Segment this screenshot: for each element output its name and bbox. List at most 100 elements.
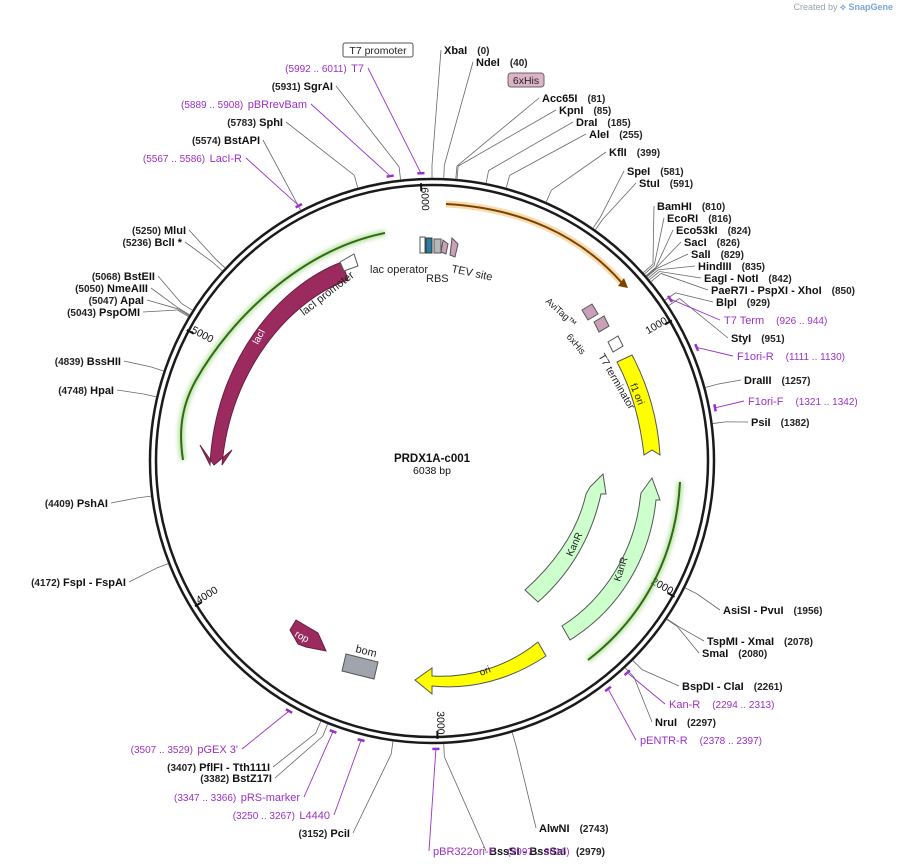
primer-name: T7 xyxy=(351,63,364,75)
enzyme-name: BssHII xyxy=(87,356,121,368)
enzyme-name: SalI xyxy=(691,249,711,261)
primer-leader xyxy=(367,67,422,174)
cds-arrow xyxy=(445,203,623,284)
enzyme-leader xyxy=(178,307,190,316)
primer-site-mark xyxy=(666,295,674,303)
enzyme-leader xyxy=(146,299,179,310)
enzyme-label: StyI (951) xyxy=(731,333,785,345)
enzyme-leader xyxy=(431,49,442,166)
enzyme-label: AsiSI - PvuI(1956) xyxy=(723,605,822,617)
enzyme-label: StuI(591) xyxy=(639,178,693,190)
enzyme-leader xyxy=(505,175,511,189)
enzyme-leader xyxy=(594,219,604,231)
enzyme-position: (2979) xyxy=(576,847,605,858)
enzyme-position: (81) xyxy=(587,94,605,105)
tick-mark xyxy=(194,601,203,608)
primer-leader xyxy=(241,710,290,750)
enzyme-position: (2078) xyxy=(784,637,813,648)
enzyme-position: (2743) xyxy=(580,824,609,835)
primer-label: F1ori-F(1321 .. 1342) xyxy=(748,396,858,408)
enzyme-leader xyxy=(624,667,635,678)
enzyme-position: (5250) xyxy=(132,226,161,237)
enzyme-name: BssSI - BssSaI xyxy=(489,846,566,858)
enzyme-name: HindIII xyxy=(698,261,732,273)
enzyme-label: BlpI(929) xyxy=(716,297,770,309)
enzyme-name: SmaI xyxy=(702,648,728,660)
enzyme-label: EcoRI(816) xyxy=(667,213,732,225)
enzyme-label: SalI(829) xyxy=(691,249,744,261)
primer-name: pRS-marker xyxy=(241,792,301,804)
enzyme-position: (255) xyxy=(619,130,642,141)
enzyme-position: (85) xyxy=(593,106,611,117)
enzyme-label: BssSI - BssSaI (2979) xyxy=(489,846,605,858)
bom-box xyxy=(341,653,379,680)
enzyme-name: AlwNI xyxy=(539,823,570,835)
enzyme-position: (3152) xyxy=(298,829,327,840)
enzyme-leader xyxy=(151,366,164,372)
bom-label: bom xyxy=(354,643,378,660)
enzyme-leader xyxy=(668,298,680,306)
enzyme-leader xyxy=(456,97,540,167)
primer-name: Kan-R xyxy=(669,699,700,711)
his-tag-badge xyxy=(507,72,545,88)
enzyme-leader xyxy=(443,743,445,757)
t7-terminator-box xyxy=(607,335,624,353)
enzyme-position: (835) xyxy=(742,262,765,273)
enzyme-leader xyxy=(664,292,676,301)
enzyme-leader xyxy=(110,497,139,504)
enzyme-leader xyxy=(315,721,322,734)
enzyme-position: (3407) xyxy=(167,763,196,774)
enzyme-leader xyxy=(150,287,179,309)
enzyme-position: (1257) xyxy=(782,376,811,387)
snapgene-watermark: Created by ⟡ SnapGene xyxy=(793,2,893,13)
enzyme-leader xyxy=(443,165,445,179)
primer-label: (5567 .. 5586) LacI-R xyxy=(143,149,242,166)
primer-range: (2378 .. 2397) xyxy=(700,736,762,747)
enzyme-leader xyxy=(262,139,295,200)
enzyme-leader xyxy=(679,298,729,339)
enzyme-leader xyxy=(398,166,401,180)
enzyme-name: NmeAIII xyxy=(107,283,148,295)
enzyme-leader xyxy=(155,563,169,569)
enzyme-leader xyxy=(488,121,574,171)
enzyme-position: (0) xyxy=(477,46,489,57)
primer-label: (3250 .. 3267) L4440 xyxy=(233,806,330,823)
primer-leader xyxy=(669,298,721,321)
enzyme-leader xyxy=(551,151,607,191)
primer-name: pENTR-R xyxy=(640,735,688,747)
primer-name: F1ori-F xyxy=(748,396,784,408)
enzyme-name: KflI xyxy=(609,147,627,159)
primer-leader xyxy=(428,748,437,852)
enzyme-leader xyxy=(545,189,552,203)
primer-name: pBRrevBam xyxy=(248,99,307,111)
backbone-outer xyxy=(148,177,716,745)
enzyme-name: StyI xyxy=(731,333,751,345)
enzyme-label: (5574) BstAPI xyxy=(192,135,260,147)
enzyme-leader xyxy=(511,732,517,745)
primer-label: Kan-R(2294 .. 2313) xyxy=(669,699,774,711)
enzyme-name: HpaI xyxy=(90,385,114,397)
primer-leader xyxy=(626,672,666,705)
enzyme-label: (3407) PflFI - Tth111I xyxy=(167,762,270,774)
enzyme-leader xyxy=(717,379,742,385)
enzyme-leader xyxy=(184,241,213,263)
primer-label: (3507 .. 3529) pGEX 3' xyxy=(131,740,238,757)
enzyme-leader xyxy=(632,660,643,670)
primer-leader xyxy=(333,739,362,816)
cds-arrowhead xyxy=(618,278,628,288)
enzyme-name: SgrAI xyxy=(304,81,333,93)
tev-box xyxy=(440,239,449,255)
enzyme-name: PspOMI xyxy=(99,307,140,319)
primer-label: pBR322ori-F(2997 .. 3016) xyxy=(433,846,570,858)
enzyme-label: BspDI - ClaI(2261) xyxy=(682,681,783,693)
enzyme-position: (951) xyxy=(761,334,784,345)
enzyme-name: NdeI xyxy=(476,57,500,69)
primer-site-mark xyxy=(694,343,700,352)
rbs-label: RBS xyxy=(426,273,449,285)
enzyme-leader xyxy=(509,133,587,176)
enzyme-label: TspMI - XmaI(2078) xyxy=(707,636,813,648)
tick-label: 1000 xyxy=(643,315,669,337)
enzyme-name: BstEII xyxy=(124,271,155,283)
enzyme-name: PsiI xyxy=(751,417,771,429)
